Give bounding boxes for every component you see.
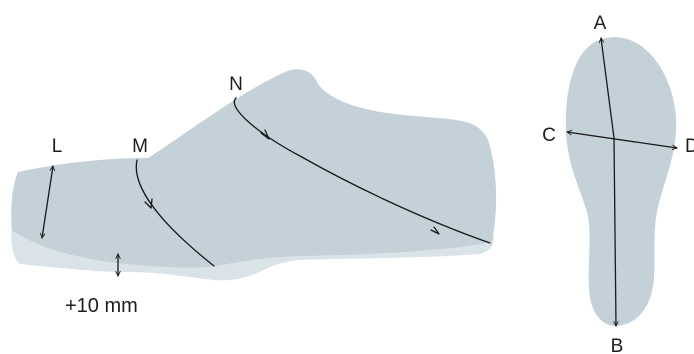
label-c: C (542, 125, 556, 146)
label-n: N (229, 74, 243, 95)
measure-cd-arrow (566, 129, 678, 151)
label-b: B (611, 336, 624, 354)
shoe-side-view: L M N +10 mm (11, 69, 497, 317)
insole-top-view: A B C D (542, 13, 694, 354)
label-l: L (52, 136, 63, 157)
label-a: A (594, 13, 607, 34)
measure-n-arrowhead-1 (260, 129, 270, 140)
measure-m-arrowhead (144, 198, 153, 209)
insole-outline (565, 37, 677, 327)
shoe-upper (11, 69, 497, 268)
label-d: D (685, 136, 694, 157)
measure-l-arrow (39, 165, 56, 239)
measure-a-arrow (598, 37, 615, 139)
measure-n-curve (233, 97, 491, 244)
measure-b-arrow (613, 137, 619, 327)
sole-height-note: +10 mm (65, 295, 138, 317)
measure-m-curve (135, 159, 215, 267)
label-m: M (132, 136, 148, 157)
measure-n-arrowhead-2 (430, 226, 440, 235)
